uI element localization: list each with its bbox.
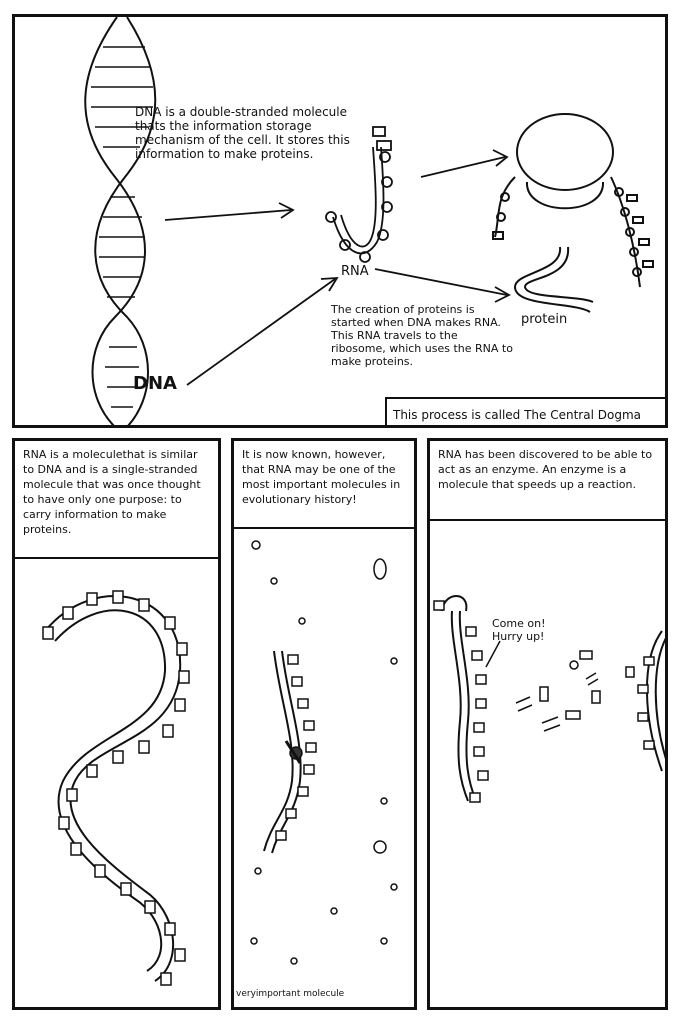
central-dogma-caption: This process is called The Central Dogma xyxy=(393,408,641,422)
dna-description-text: DNA is a double-stranded molecule thats … xyxy=(135,105,350,161)
other-rna-strand xyxy=(645,630,665,772)
rna-enzyme-scene-drawing xyxy=(433,595,665,803)
panel-right-caption: RNA has been discovered to be able to ac… xyxy=(438,448,653,491)
arrow-rna-to-protein xyxy=(374,268,511,303)
moving-nucleotides xyxy=(515,650,635,732)
rna-molecule-with-particles-drawing xyxy=(250,540,398,965)
top-panel-drawing xyxy=(84,17,654,425)
arrow-dna-label-to-rna xyxy=(186,276,339,386)
important-molecule-label: veryimportant molecule xyxy=(236,989,345,999)
hurry-speech-text: Come on! Hurry up! xyxy=(492,617,546,643)
ribosome-drawing xyxy=(492,113,654,313)
speech-pointer xyxy=(485,640,501,668)
panel-left-caption: RNA is a moleculethat is similar to DNA … xyxy=(23,448,201,536)
panel-right-caption-box: RNA has been discovered to be able to ac… xyxy=(430,441,665,521)
arrow-dna-to-rna xyxy=(164,202,295,221)
panel-left-caption-box: RNA is a moleculethat is similar to DNA … xyxy=(15,441,218,559)
rna-label: RNA xyxy=(341,264,369,279)
panel-middle-caption: It is now known, however, that RNA may b… xyxy=(242,448,401,506)
rna-s-shape-drawing xyxy=(42,590,190,986)
panel-left: RNA is a moleculethat is similar to DNA … xyxy=(12,438,221,1010)
protein-label: protein xyxy=(521,312,568,327)
panel-middle-caption-box: It is now known, however, that RNA may b… xyxy=(234,441,414,529)
panel-right: RNA has been discovered to be able to ac… xyxy=(427,438,668,1010)
protein-creation-text: The creation of proteins is started when… xyxy=(331,303,513,368)
arrow-rna-to-ribosome xyxy=(420,149,509,178)
top-panel: DNA is a double-stranded molecule thats … xyxy=(12,14,668,428)
dna-label: DNA xyxy=(133,373,177,394)
central-dogma-caption-box: This process is called The Central Dogma xyxy=(385,397,665,425)
dna-helix-drawing xyxy=(84,17,157,425)
panel-middle: It is now known, however, that RNA may b… xyxy=(231,438,417,1010)
rna-strand-drawing xyxy=(325,126,393,263)
hero-figure-on-rna xyxy=(284,740,303,764)
